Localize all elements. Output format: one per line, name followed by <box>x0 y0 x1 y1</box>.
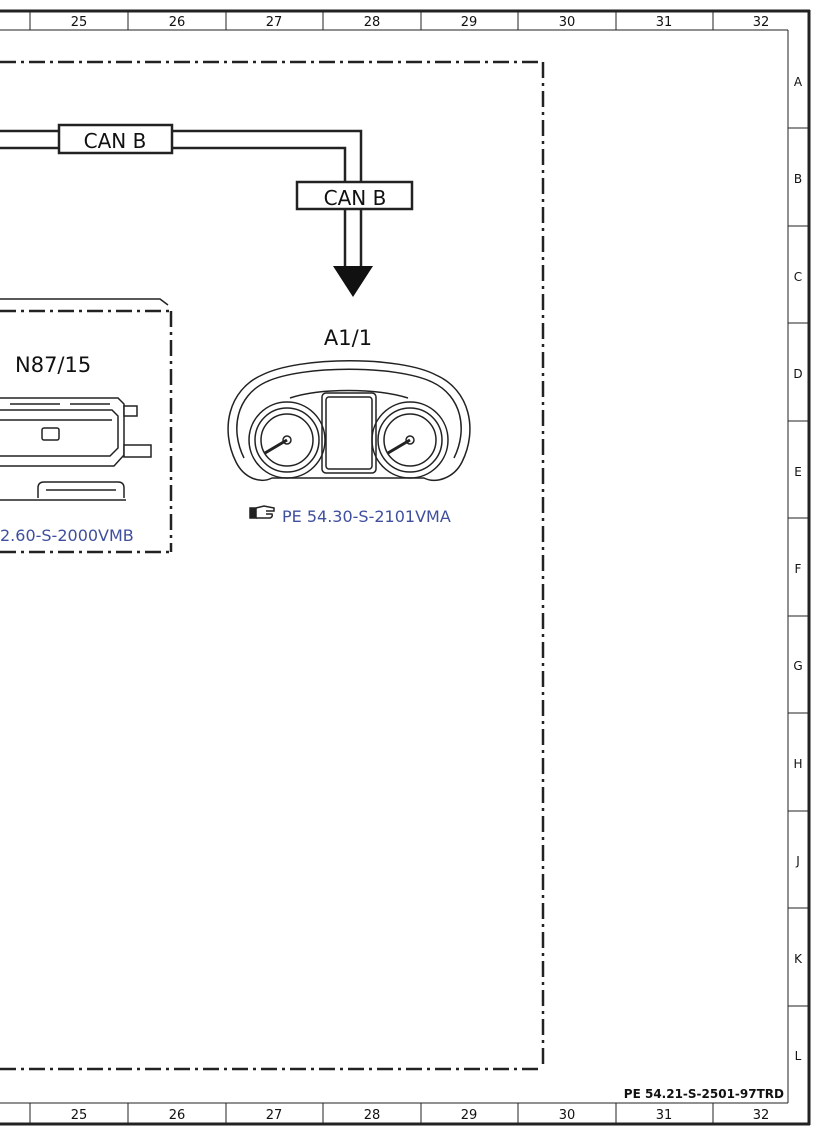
col-label-29: 29 <box>461 1108 478 1123</box>
vehicle-zone-boundary <box>0 60 545 1071</box>
instrument-cluster-id: A1/1 <box>324 326 372 350</box>
col-label-31: 31 <box>656 15 673 30</box>
col-label-25: 25 <box>71 15 88 30</box>
n87-module-zone: N87/15 2.60-S-2000VMB <box>0 298 173 554</box>
column-dividers <box>29 11 714 1124</box>
instrument-cluster-icon <box>227 360 471 482</box>
col-label-27: 27 <box>266 15 283 30</box>
instrument-cluster-reference-link[interactable]: PE 54.30-S-2101VMA <box>282 507 451 526</box>
row-label-j: J <box>795 854 800 868</box>
col-label-29: 29 <box>461 15 478 30</box>
col-label-32: 32 <box>753 1108 770 1123</box>
row-label-g: G <box>793 659 802 673</box>
col-label-30: 30 <box>559 15 576 30</box>
n87-module-id: N87/15 <box>15 353 91 377</box>
col-label-27: 27 <box>266 1108 283 1123</box>
column-labels-bottom: 25 26 27 28 29 30 31 32 <box>71 1108 770 1123</box>
row-label-a: A <box>794 75 803 89</box>
col-label-32: 32 <box>753 15 770 30</box>
col-label-31: 31 <box>656 1108 673 1123</box>
col-label-26: 26 <box>169 15 186 30</box>
row-label-d: D <box>793 367 802 381</box>
signal-arrow-down-icon <box>333 266 373 297</box>
can-b-connector-left <box>57 123 174 155</box>
row-label-k: K <box>794 952 803 966</box>
document-id: PE 54.21-S-2501-97TRD <box>624 1087 784 1101</box>
can-b-connector-left-label: CAN B <box>84 129 147 153</box>
can-b-connector-right <box>295 180 414 211</box>
row-label-h: H <box>793 757 802 771</box>
col-label-28: 28 <box>364 15 381 30</box>
col-label-28: 28 <box>364 1108 381 1123</box>
col-label-26: 26 <box>169 1108 186 1123</box>
row-label-f: F <box>795 562 802 576</box>
row-label-e: E <box>794 465 802 479</box>
can-b-connector-right-label: CAN B <box>324 186 387 210</box>
n87-reference-link[interactable]: 2.60-S-2000VMB <box>0 526 134 545</box>
col-label-25: 25 <box>71 1108 88 1123</box>
row-label-c: C <box>794 270 802 284</box>
row-label-l: L <box>795 1049 802 1063</box>
sheet-frame <box>0 9 811 1126</box>
row-labels: A B C D E F G H J K L <box>793 75 803 1063</box>
can-b-wires <box>0 129 363 266</box>
column-labels-top: 25 26 27 28 29 30 31 32 <box>71 15 770 30</box>
n87-module-icon <box>0 397 152 501</box>
row-dividers <box>788 127 809 1007</box>
col-label-30: 30 <box>559 1108 576 1123</box>
row-label-b: B <box>794 172 802 186</box>
pointing-hand-icon <box>249 505 275 519</box>
